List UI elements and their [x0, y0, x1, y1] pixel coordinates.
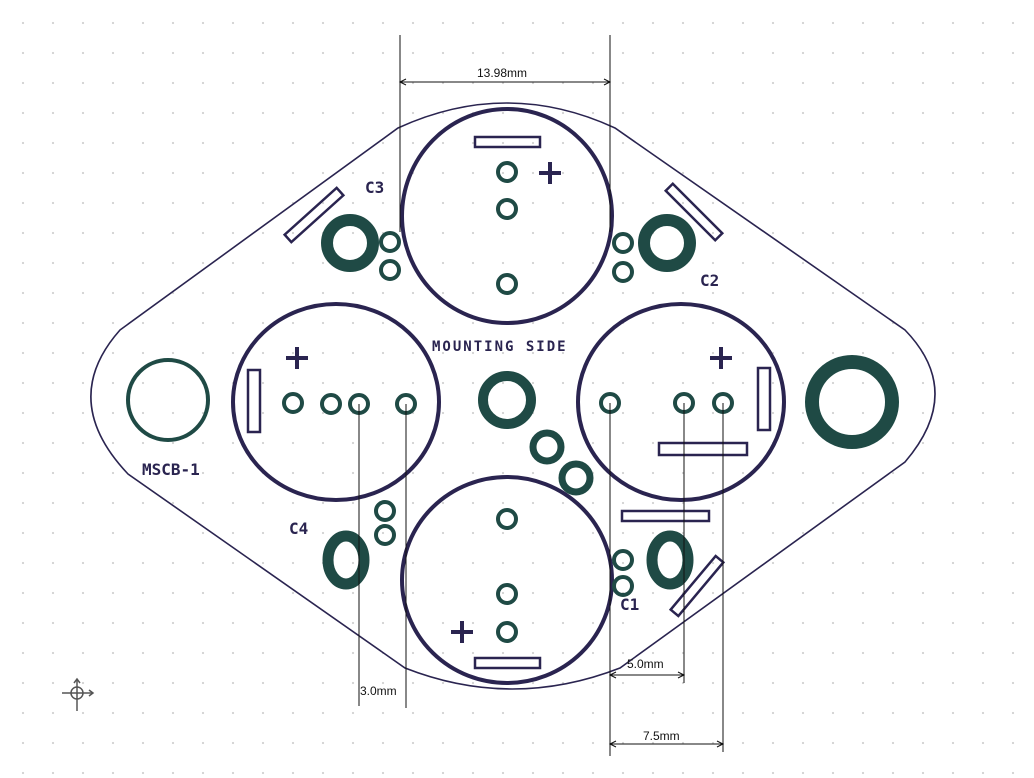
dimension-5mm[interactable]: 5.0mm [608, 403, 686, 756]
dimension-text: 3.0mm [360, 684, 397, 698]
pad[interactable] [496, 198, 518, 220]
plus-icon [451, 621, 473, 643]
pad[interactable] [496, 273, 518, 295]
dimension-top-width[interactable]: 13.98mm [398, 35, 612, 232]
silk-rect [473, 656, 542, 670]
capacitor-body-bottom[interactable] [400, 475, 614, 685]
plus-icon [539, 162, 561, 184]
silk-rect [246, 368, 262, 434]
label-mounting-side: MOUNTING SIDE [432, 339, 568, 355]
pad[interactable] [496, 621, 518, 643]
small-pads [282, 161, 734, 643]
mounting-hole-left[interactable] [126, 358, 210, 442]
pad[interactable] [379, 259, 401, 281]
capacitor-body-left[interactable] [231, 302, 441, 502]
silk-rect [657, 441, 749, 457]
label-c2: C2 [700, 271, 719, 290]
large-pad-c4[interactable] [322, 530, 370, 590]
dimension-3mm[interactable]: 3.0mm [358, 404, 407, 708]
pad[interactable] [282, 392, 304, 414]
silk-rect [756, 366, 772, 432]
silk-rect [668, 554, 726, 618]
dimension-text: 5.0mm [627, 657, 664, 671]
origin-crosshair-icon [62, 677, 95, 711]
pad[interactable] [496, 508, 518, 530]
label-c4: C4 [289, 519, 308, 538]
silk-rect [620, 509, 711, 523]
pad[interactable] [379, 231, 401, 253]
plus-icon [286, 347, 308, 369]
label-c3: C3 [365, 178, 384, 197]
silk-rect [473, 135, 542, 149]
label-c1: C1 [620, 595, 639, 614]
large-pad-center[interactable] [478, 371, 536, 429]
pad[interactable] [612, 575, 634, 597]
dimension-7-5mm[interactable]: 7.5mm [608, 403, 725, 752]
pad[interactable] [612, 261, 634, 283]
pad[interactable] [612, 549, 634, 571]
pad-center-diag-2[interactable] [558, 460, 594, 496]
pad[interactable] [612, 232, 634, 254]
pad[interactable] [496, 583, 518, 605]
capacitor-body-top[interactable] [400, 107, 614, 325]
board-outline [90, 102, 936, 690]
large-pad-c3[interactable] [321, 214, 379, 272]
pad[interactable] [374, 524, 396, 546]
capacitor-body-right[interactable] [576, 302, 786, 502]
plus-icon [710, 347, 732, 369]
label-board-name: MSCB-1 [142, 460, 200, 479]
pad-center-diag-1[interactable] [529, 429, 565, 465]
silk-rect [282, 186, 346, 244]
large-pad-c2[interactable] [638, 214, 696, 272]
pad[interactable] [374, 500, 396, 522]
large-pad-c1[interactable] [646, 530, 694, 590]
mounting-hole-right[interactable] [805, 355, 899, 449]
pad[interactable] [320, 393, 342, 415]
pad[interactable] [496, 161, 518, 183]
silk-rect [663, 181, 725, 243]
dimension-text: 7.5mm [643, 729, 680, 743]
dimension-text: 13.98mm [477, 66, 527, 80]
